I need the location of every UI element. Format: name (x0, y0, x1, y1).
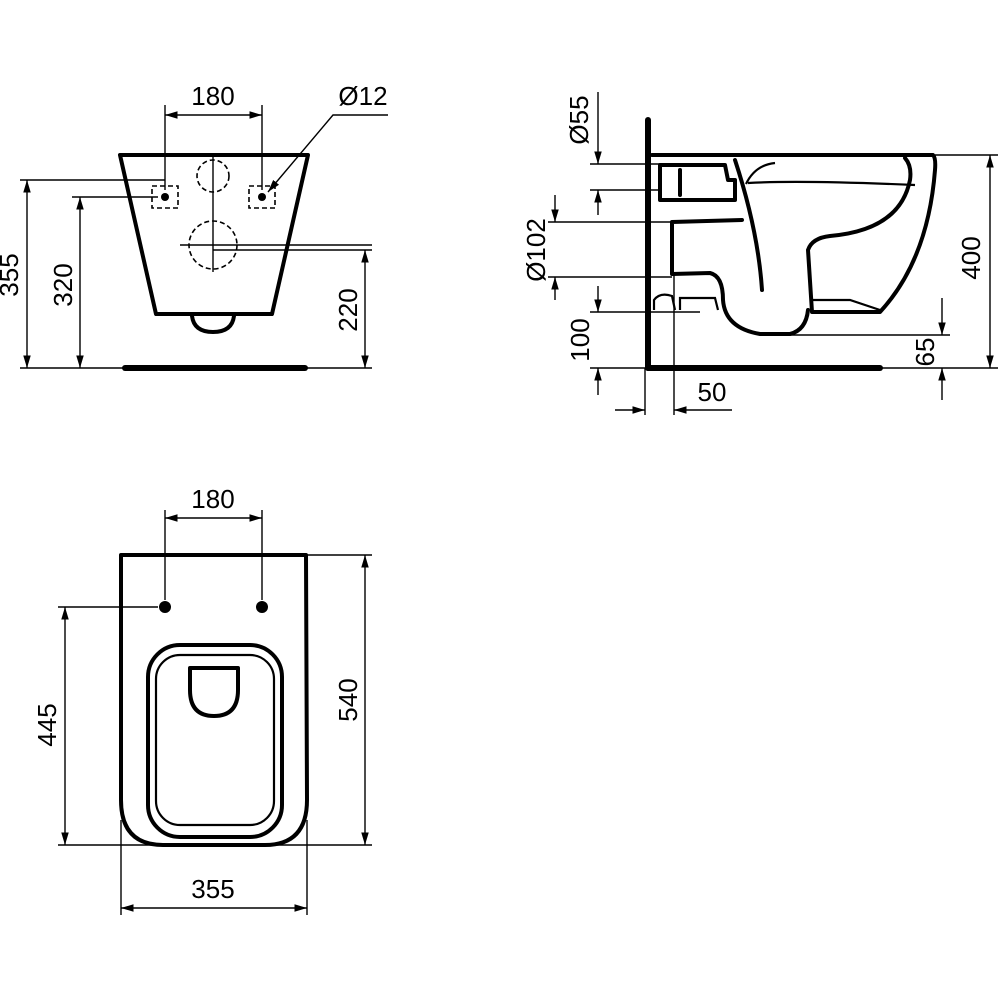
fixing-hole-top-left (159, 601, 171, 613)
fixing-bracket (652, 293, 881, 312)
dim-label-355-top: 355 (191, 874, 234, 904)
bowl-outline-side (650, 153, 938, 314)
bowl-outline-front (118, 153, 310, 316)
inlet-connector (658, 163, 737, 202)
lid-handle (188, 666, 240, 718)
bowl-bottom-bump (190, 314, 236, 334)
fixing-hole-top-right (256, 601, 268, 613)
dim-label-diameter-55: Ø55 (564, 95, 594, 144)
seat-outline (146, 643, 284, 839)
dim-label-540: 540 (333, 678, 363, 721)
dim-label-355-front: 355 (0, 253, 24, 296)
dim-label-180-front: 180 (191, 81, 234, 111)
lid-outline (154, 653, 276, 827)
leader-diameter-12 (267, 114, 388, 193)
trap-outline (670, 158, 810, 336)
dim-label-445: 445 (32, 703, 62, 746)
dim-label-400: 400 (956, 236, 986, 279)
front-view: 180 Ø12 355 320 220 (0, 81, 388, 371)
dim-label-100: 100 (565, 318, 595, 361)
dim-label-65: 65 (910, 338, 940, 367)
dim-label-diameter-12: Ø12 (338, 81, 387, 111)
dim-label-320: 320 (48, 263, 78, 306)
dim-label-50: 50 (698, 377, 727, 407)
dim-label-diameter-102: Ø102 (521, 218, 551, 282)
fixing-hole-right (258, 193, 266, 201)
fixing-hole-left (161, 193, 169, 201)
top-view: 180 445 540 355 (32, 484, 372, 915)
dim-label-180-top: 180 (191, 484, 234, 514)
dim-label-220: 220 (333, 288, 363, 331)
side-view: Ø55 Ø102 100 50 65 400 (521, 92, 998, 415)
flush-spout (745, 161, 916, 187)
